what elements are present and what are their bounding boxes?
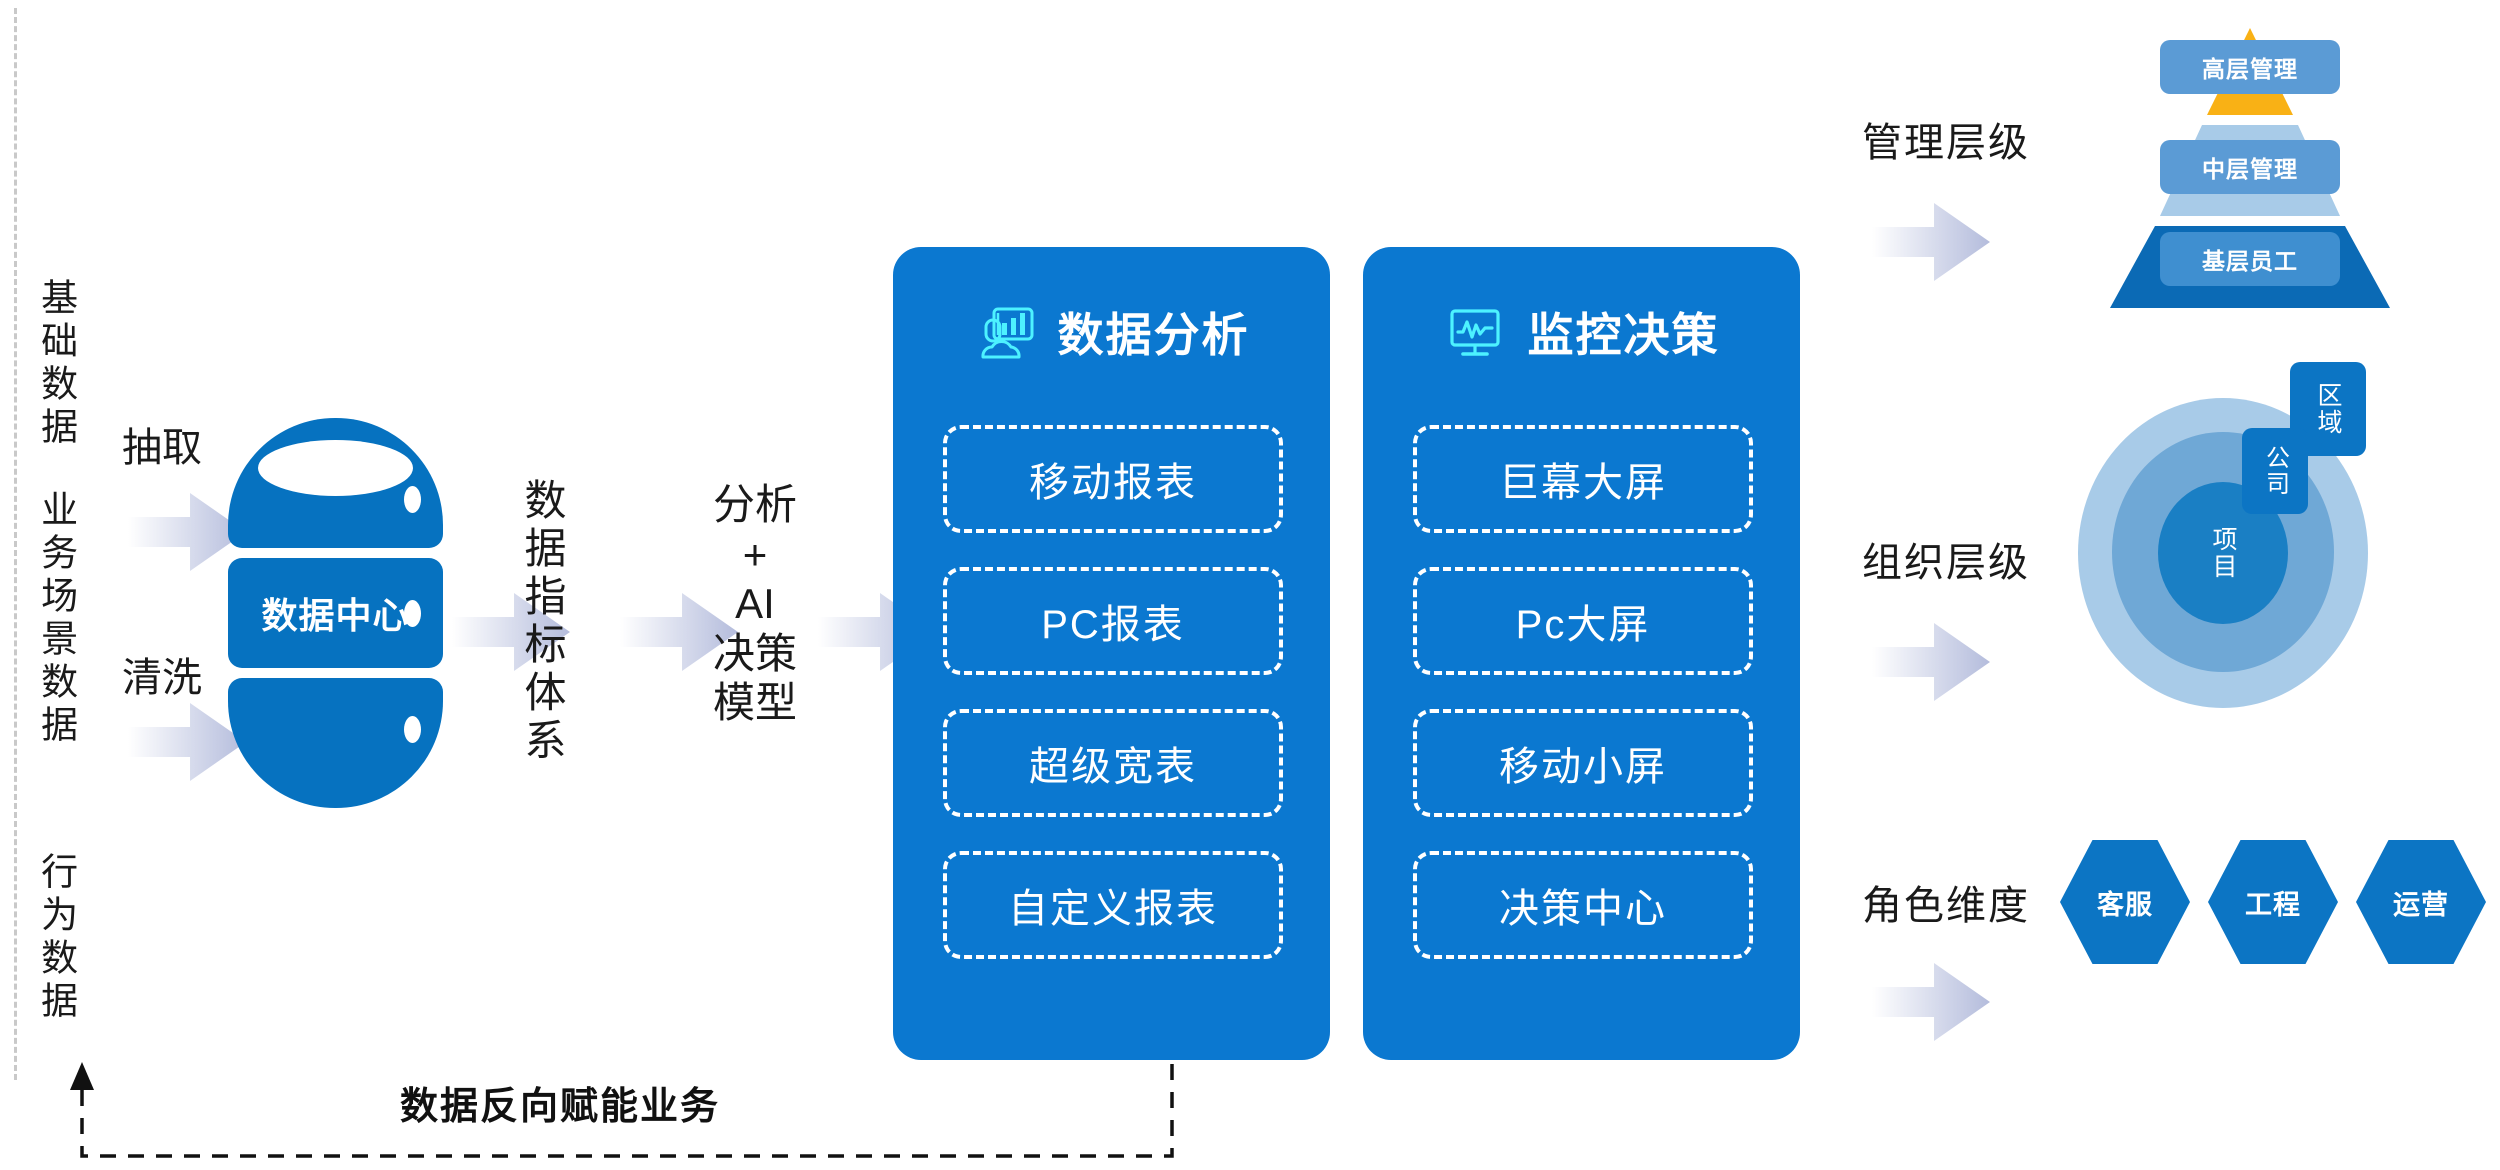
source-label-behavior: 行为数据: [35, 852, 77, 1024]
pyramid-badge-frontline: 基层员工: [2160, 232, 2340, 286]
clean-label: 清洗: [122, 656, 202, 700]
panel-monitoring-decision[interactable]: 监控决策 巨幕大屏 Pc大屏 移动小屏 决策中心: [1363, 247, 1800, 1060]
cylinder-indicator-dot: [404, 600, 421, 627]
analysis-ai-model-label: 分析 + AI 决策 模型: [690, 480, 820, 728]
hex-role-engineering[interactable]: 工程: [2208, 840, 2338, 964]
panel-title: 数据分析: [1057, 309, 1250, 361]
pyramid-badge-senior: 高层管理: [2160, 40, 2340, 94]
management-level-arrow-icon: [1872, 203, 1990, 281]
pyramid-badge-middle: 中层管理: [2160, 140, 2340, 194]
model-line-5: 模型: [712, 679, 797, 727]
cylinder-indicator-dot: [404, 716, 421, 743]
role-dimension-arrow-icon: [1872, 963, 1990, 1041]
cylinder-segment-top: [228, 418, 443, 548]
org-badge-company: 公司: [2242, 428, 2308, 514]
cylinder-segment-bottom: [228, 678, 443, 808]
extract-arrow-icon: [128, 493, 246, 571]
panel-title: 监控决策: [1527, 309, 1720, 361]
dashboard-chart-cloud-icon: [980, 307, 1033, 359]
org-label-project: 项目: [2209, 526, 2237, 580]
chip-mobile-report[interactable]: 移动报表: [943, 425, 1283, 533]
model-line-4: 决策: [712, 629, 797, 677]
to-metrics-arrow-icon: [452, 593, 570, 671]
cylinder-indicator-dot: [404, 486, 421, 513]
chip-giant-screen[interactable]: 巨幕大屏: [1413, 425, 1753, 533]
hex-role-operations[interactable]: 运营: [2356, 840, 2486, 964]
cylinder-top-hole: [258, 440, 413, 496]
role-hexagons: 客服 工程 运营: [2060, 840, 2486, 970]
monitor-waveform-icon: [1449, 309, 1500, 356]
data-center-cylinder: 数据中心: [228, 418, 443, 808]
panel-header: 监控决策: [1363, 299, 1800, 365]
clean-arrow-icon: [128, 703, 246, 781]
feedback-caption: 数据反向赋能业务: [400, 1086, 721, 1128]
to-model-arrow-icon: [620, 593, 738, 671]
organization-concentric: 区域 公司 项目: [2050, 362, 2450, 710]
chip-pc-screen[interactable]: Pc大屏: [1413, 567, 1753, 675]
feedback-loop-line: [70, 1062, 1174, 1158]
stage-label-management-level: 管理层级: [1862, 121, 2030, 165]
panel-data-analysis[interactable]: 数据分析 移动报表 PC报表 超级宽表 自定义报表: [893, 247, 1330, 1060]
metrics-system-label: 数据指标体系: [519, 478, 566, 766]
data-center-label: 数据中心: [261, 595, 410, 636]
chip-super-wide-table[interactable]: 超级宽表: [943, 709, 1283, 817]
cylinder-segment-middle: [228, 558, 443, 668]
chip-decision-center[interactable]: 决策中心: [1413, 851, 1753, 959]
stage-label-role-dimension: 角色维度: [1862, 884, 2030, 928]
management-pyramid: 高层管理 中层管理 基层员工: [2060, 20, 2440, 308]
model-line-3: AI: [735, 580, 775, 628]
organization-level-arrow-icon: [1872, 623, 1990, 701]
model-line-1: 分析: [712, 481, 797, 528]
source-label-business-scenario: 业务场景数据: [35, 490, 77, 748]
chip-pc-report[interactable]: PC报表: [943, 567, 1283, 675]
chip-mobile-screen[interactable]: 移动小屏: [1413, 709, 1753, 817]
left-boundary-rail: [14, 8, 17, 1080]
source-label-foundation: 基础数据: [35, 278, 77, 450]
extract-label: 抽取: [122, 426, 202, 470]
stage-label-organization-level: 组织层级: [1862, 541, 2030, 585]
hex-role-customer-service[interactable]: 客服: [2060, 840, 2190, 964]
model-line-2: +: [742, 530, 768, 578]
chip-custom-report[interactable]: 自定义报表: [943, 851, 1283, 959]
panel-header: 数据分析: [893, 299, 1330, 365]
